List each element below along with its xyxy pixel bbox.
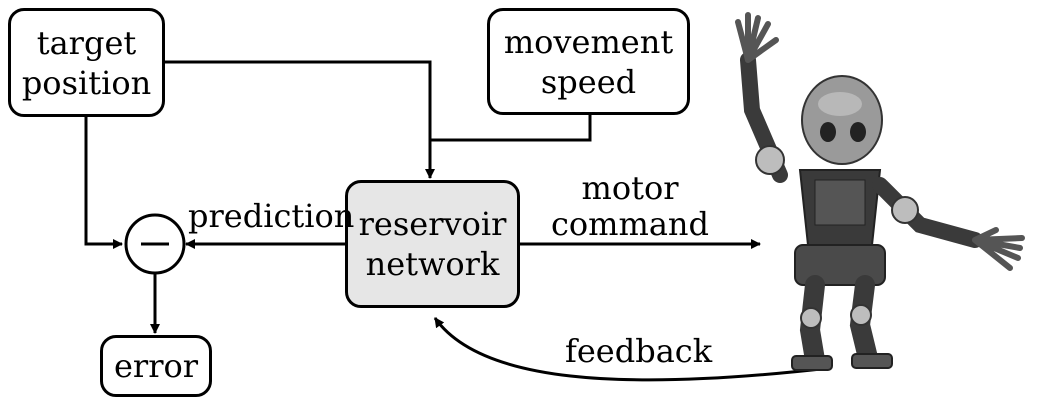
node-error-label: error [113, 347, 199, 385]
edge-label-motor-command: motor command [550, 169, 710, 243]
edge-target-to-reservoir [165, 60, 435, 179]
node-error: error [100, 335, 212, 397]
edge-label-prediction: prediction [188, 197, 355, 235]
subtractor-node [124, 213, 186, 275]
node-target-position-label: target position [21, 23, 152, 102]
node-movement-speed: movement speed [487, 8, 690, 115]
node-target-position: target position [8, 8, 165, 117]
edge-speed-to-reservoir [430, 115, 592, 142]
robot-illustration [735, 12, 1025, 371]
edge-label-feedback: feedback [565, 332, 713, 370]
edge-target-to-subtractor [84, 100, 123, 249]
node-movement-speed-label: movement speed [503, 22, 674, 101]
node-reservoir-network-label: reservoir network [358, 205, 507, 283]
edge-feedback [433, 317, 831, 382]
node-reservoir-network: reservoir network [345, 180, 520, 308]
